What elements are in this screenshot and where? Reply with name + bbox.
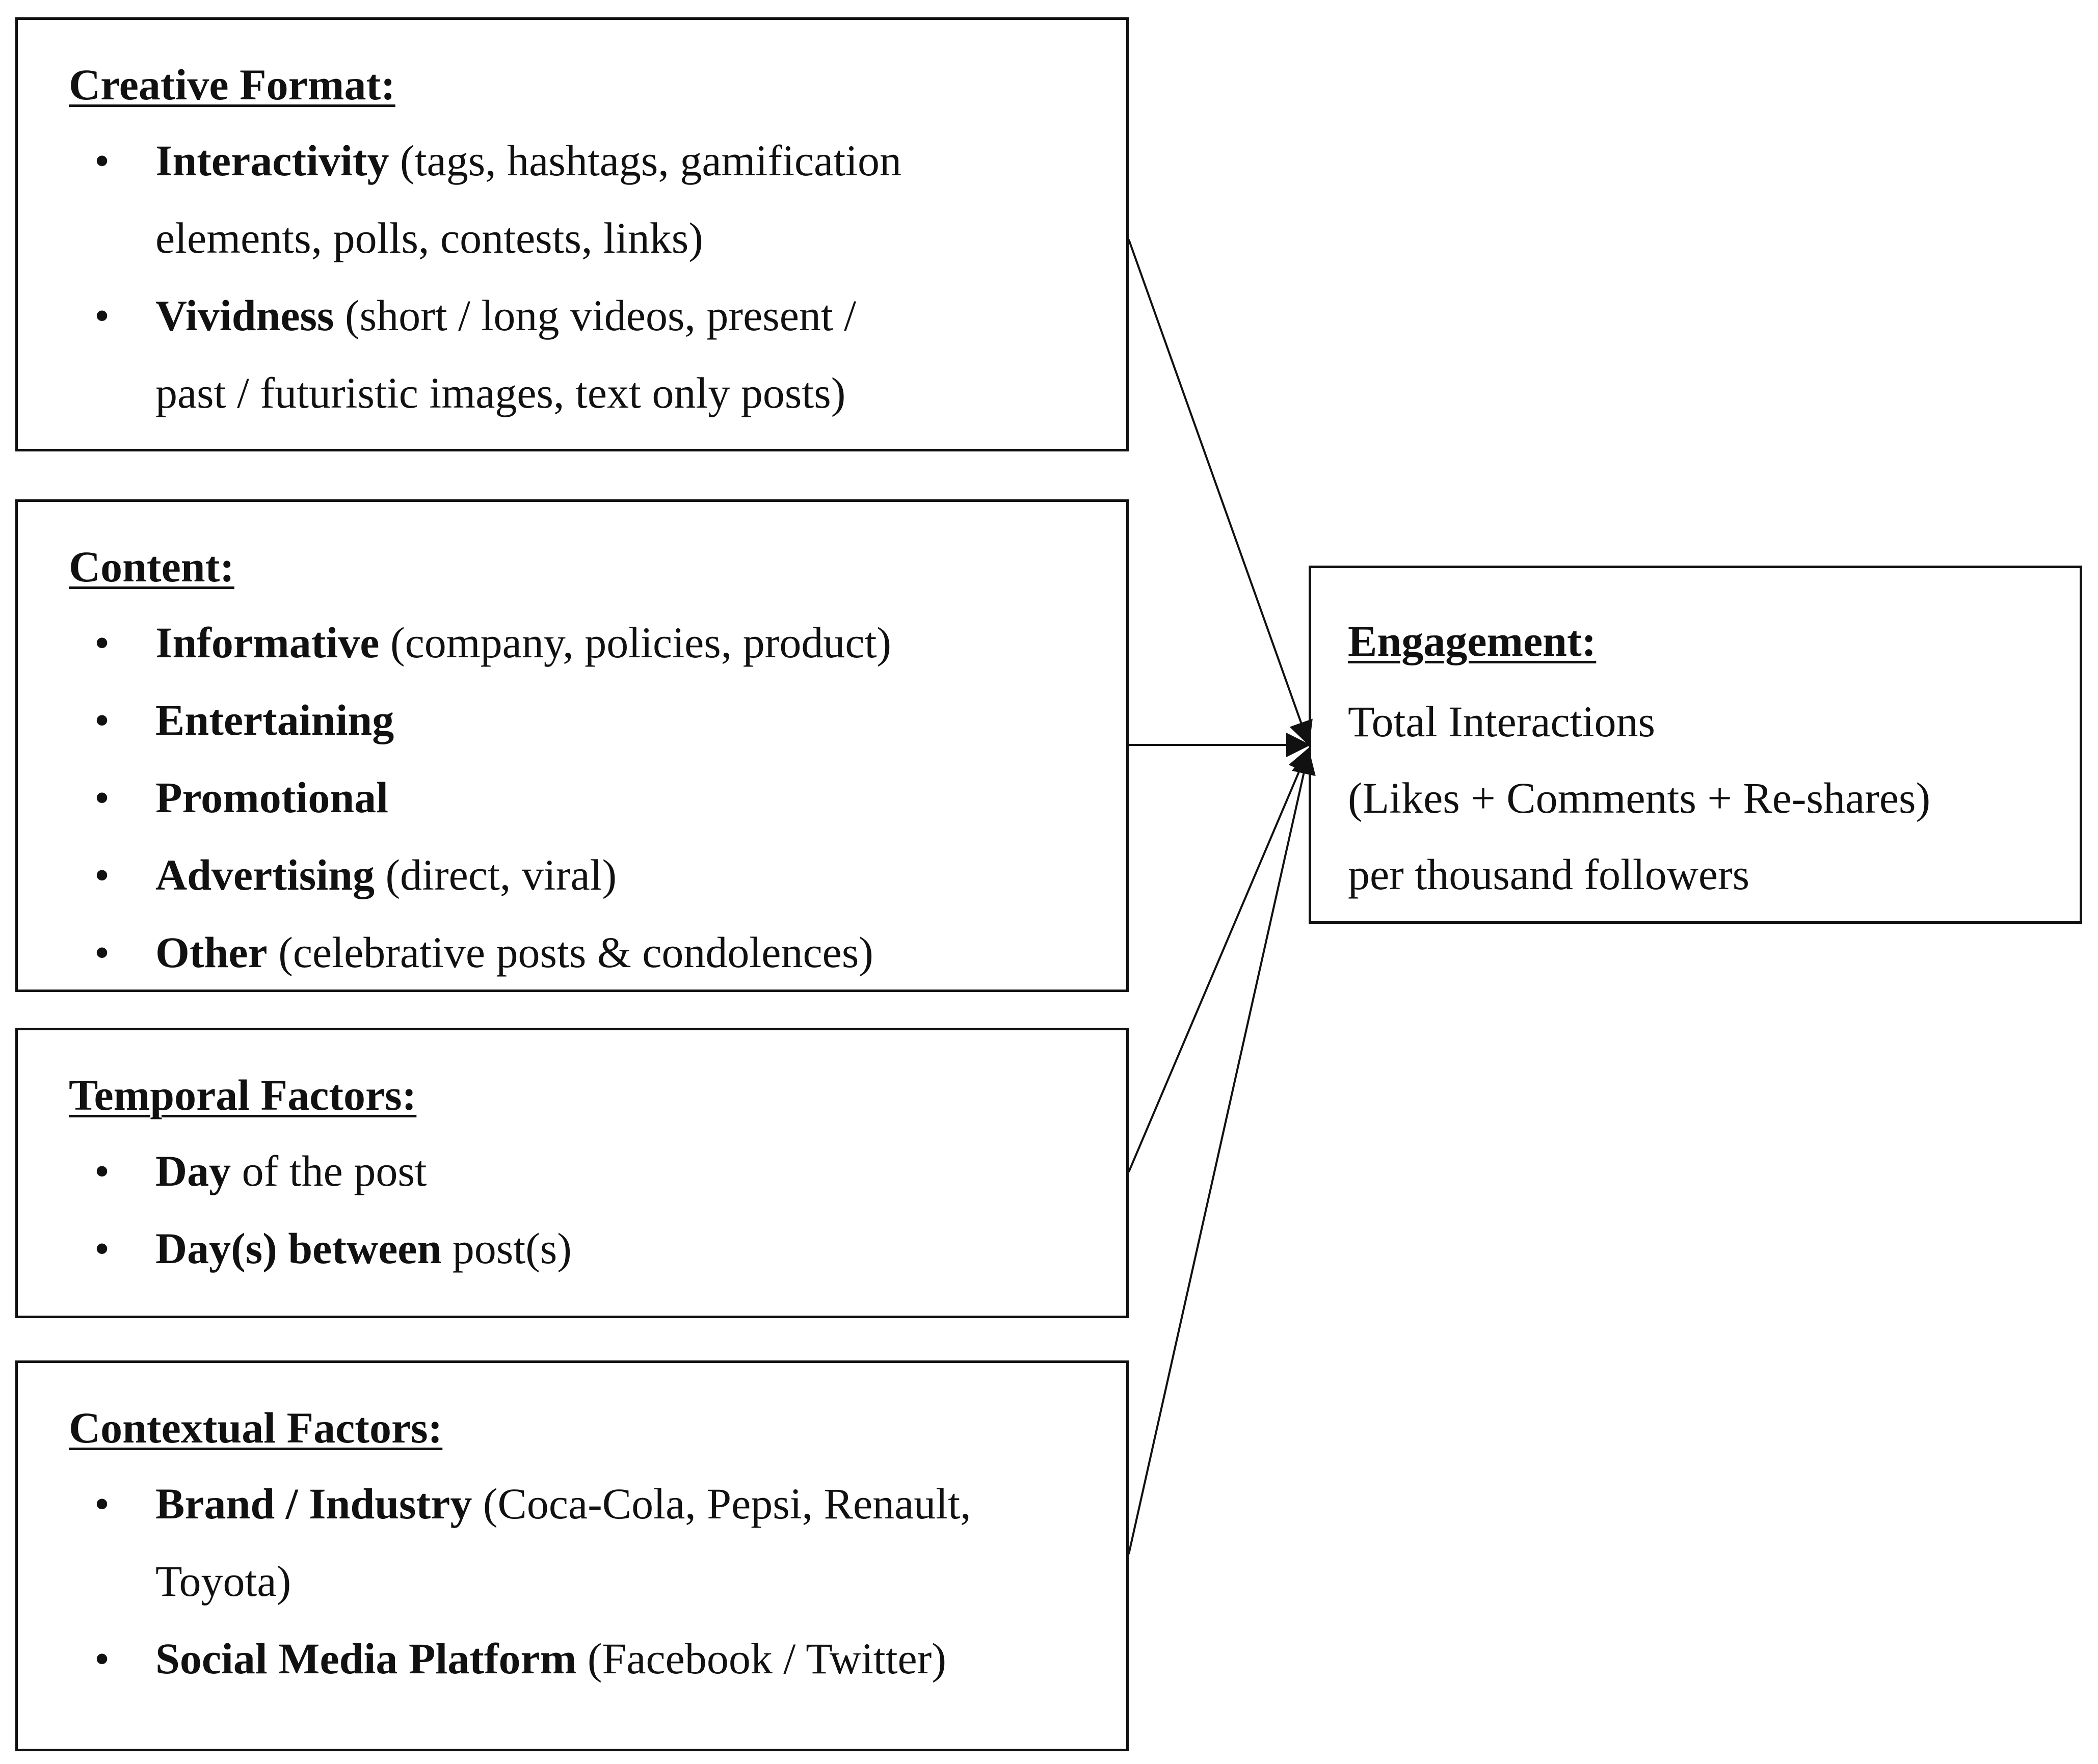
- list-item: • Brand / Industry (Coca-Cola, Pepsi, Ren…: [54, 1465, 1126, 1542]
- factor-detail-cont: elements, polls, contests, links): [155, 213, 703, 262]
- creative-format-box: Creative Format: • Interactivity (tags, h…: [15, 17, 1129, 451]
- content-title: Content:: [69, 542, 234, 591]
- content-list: • Informative (company, policies, product…: [54, 604, 1126, 991]
- creative-format-list: • Interactivity (tags, hashtags, gamifica…: [54, 122, 1126, 432]
- temporal-factors-list: • Day of the post • Day(s) between post(s): [54, 1132, 1126, 1287]
- factor-name: Informative: [155, 618, 380, 667]
- creative-format-title: Creative Format:: [69, 60, 395, 109]
- bullet-icon: •: [94, 696, 110, 744]
- list-item: • Advertising (direct, viral): [54, 836, 1126, 914]
- content-box: Content: • Informative (company, policies…: [15, 499, 1129, 992]
- factor-detail: (Facebook / Twitter): [576, 1634, 946, 1683]
- list-item: • Day of the post: [54, 1132, 1126, 1210]
- list-item: • Entertaining: [54, 681, 1126, 759]
- engagement-line: per thousand followers: [1348, 850, 1750, 899]
- bullet-icon: •: [94, 1146, 110, 1195]
- contextual-factors-title: Contextual Factors:: [69, 1403, 443, 1452]
- list-item: • Informative (company, policies, product…: [54, 604, 1126, 681]
- factor-detail: (Coca-Cola, Pepsi, Renault,: [472, 1479, 971, 1528]
- bullet-icon: •: [94, 1224, 110, 1273]
- arrow-temporal-to-engagement: [1128, 747, 1311, 1172]
- factor-name: Promotional: [155, 773, 389, 822]
- factor-detail: of the post: [231, 1146, 427, 1195]
- factor-detail: (celebrative posts & condolences): [267, 928, 873, 977]
- factor-detail: post(s): [441, 1224, 572, 1273]
- factor-detail: (short / long videos, present /: [334, 291, 857, 340]
- bullet-icon: •: [94, 773, 110, 822]
- engagement-line: Total Interactions: [1348, 697, 1655, 746]
- engagement-box: Engagement: Total Interactions (Likes + …: [1309, 566, 2082, 924]
- arrow-creative-to-engagement: [1128, 239, 1313, 746]
- factor-detail: (direct, viral): [375, 850, 617, 899]
- list-item-continuation: past / futuristic images, text only post…: [54, 354, 1126, 432]
- factor-name: Social Media Platform: [155, 1634, 577, 1683]
- list-item: • Social Media Platform (Facebook / Twitt…: [54, 1620, 1126, 1697]
- factor-detail-cont: past / futuristic images, text only post…: [155, 368, 846, 417]
- bullet-icon: •: [94, 850, 110, 899]
- factor-name: Other: [155, 928, 268, 977]
- factor-name: Brand / Industry: [155, 1479, 472, 1528]
- contextual-factors-list: • Brand / Industry (Coca-Cola, Pepsi, Ren…: [54, 1465, 1126, 1697]
- engagement-line: (Likes + Comments + Re-shares): [1348, 773, 1931, 822]
- factor-detail-cont: Toyota): [155, 1557, 291, 1606]
- factor-detail: (company, policies, product): [379, 618, 892, 667]
- list-item: • Vividness (short / long videos, present…: [54, 277, 1126, 354]
- factor-name: Advertising: [155, 850, 375, 899]
- bullet-icon: •: [94, 618, 110, 667]
- list-item-continuation: Toyota): [54, 1542, 1126, 1620]
- bullet-icon: •: [94, 291, 110, 340]
- list-item: • Promotional: [54, 759, 1126, 836]
- list-item: • Day(s) between post(s): [54, 1210, 1126, 1287]
- bullet-icon: •: [94, 136, 110, 185]
- contextual-factors-box: Contextual Factors: • Brand / Industry (C…: [15, 1360, 1129, 1751]
- factor-name: Entertaining: [155, 696, 394, 744]
- factor-name: Day: [155, 1146, 231, 1195]
- factor-detail: (tags, hashtags, gamification: [389, 136, 901, 185]
- bullet-icon: •: [94, 1634, 110, 1683]
- temporal-factors-title: Temporal Factors:: [69, 1071, 417, 1119]
- bullet-icon: •: [94, 928, 110, 977]
- factor-name: Vividness: [155, 291, 334, 340]
- temporal-factors-box: Temporal Factors: • Day of the post • Day(…: [15, 1028, 1129, 1318]
- list-item: • Interactivity (tags, hashtags, gamifica…: [54, 122, 1126, 199]
- bullet-icon: •: [94, 1479, 110, 1528]
- list-item: • Other (celebrative posts & condolences): [54, 914, 1126, 991]
- list-item-continuation: elements, polls, contests, links): [54, 199, 1126, 277]
- arrow-contextual-to-engagement: [1128, 750, 1316, 1555]
- engagement-title: Engagement:: [1348, 617, 1597, 665]
- factor-name: Day(s) between: [155, 1224, 442, 1273]
- factor-name: Interactivity: [155, 136, 389, 185]
